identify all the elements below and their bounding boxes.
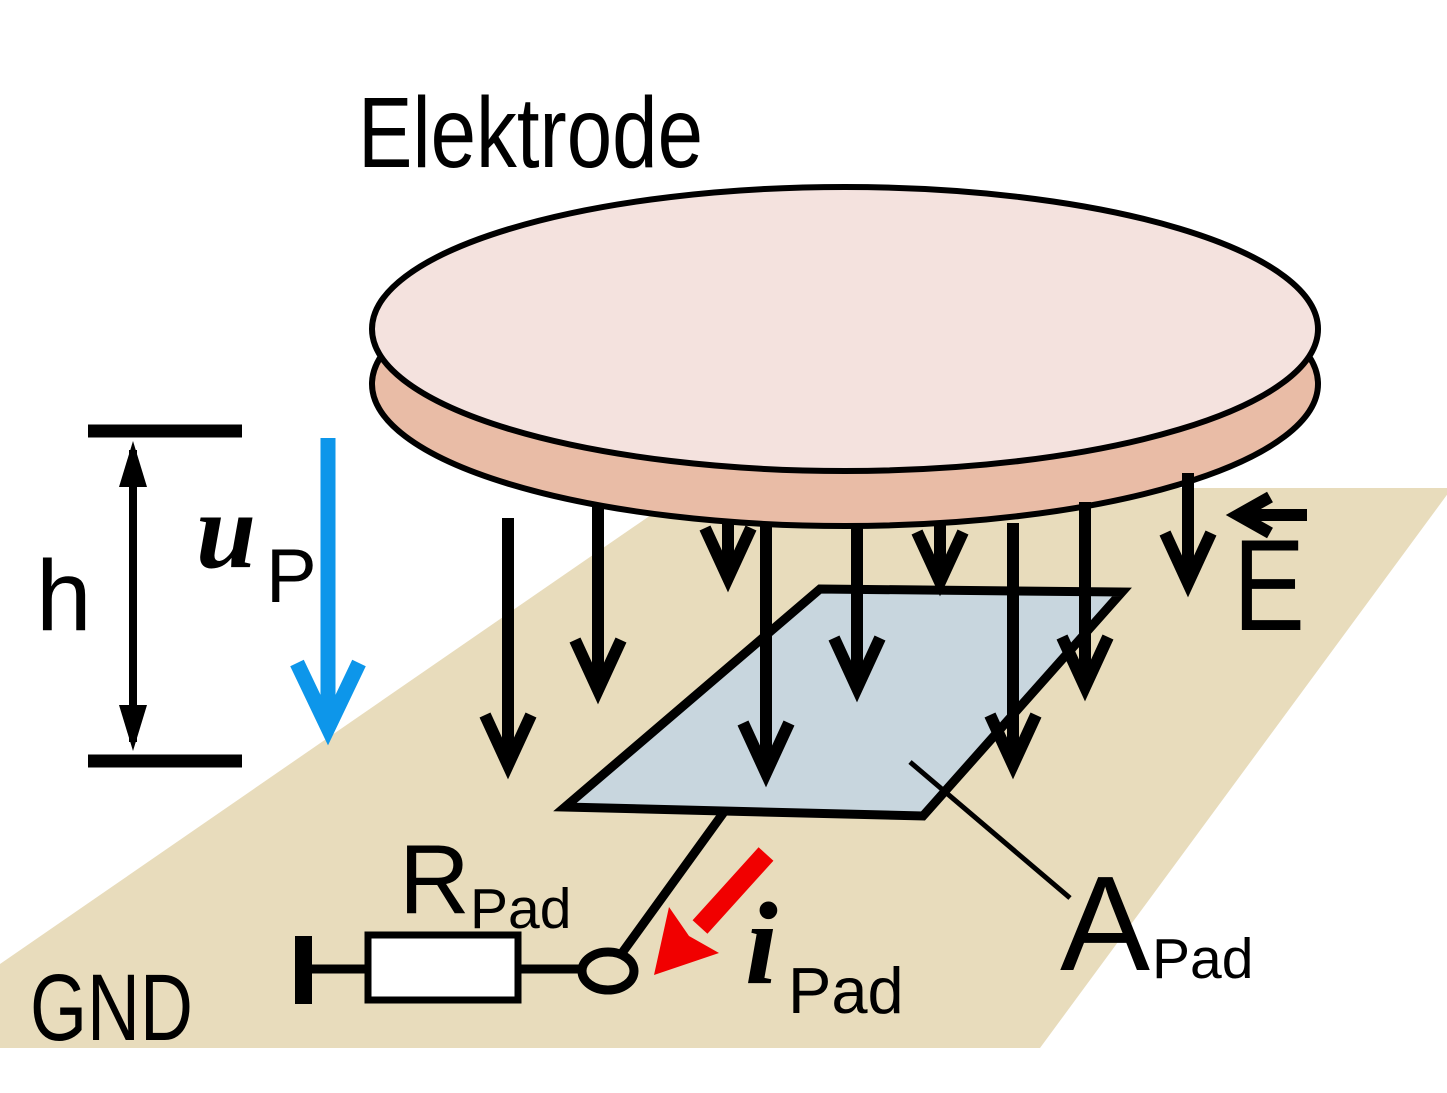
electrode-label: Elektrode: [358, 77, 703, 189]
dimension-arrowhead-up-icon: [119, 441, 147, 487]
field-arrow-icon: [479, 518, 537, 780]
height-dimension: [88, 424, 242, 768]
field-arrow-icon: [699, 522, 757, 593]
area-label: A: [1060, 848, 1150, 999]
voltage-label: u: [196, 472, 256, 591]
field-arrow-icon: [984, 523, 1042, 780]
gnd-terminal-bar: [295, 936, 312, 1004]
resistor-label: R: [399, 824, 470, 934]
area-subscript: Pad: [1152, 927, 1253, 991]
current-subscript: Pad: [788, 954, 904, 1027]
gnd-label: GND: [30, 955, 193, 1061]
field-arrow-icon: [828, 528, 886, 703]
field-arrow-icon: [1159, 473, 1217, 598]
resistor-subscript: Pad: [470, 877, 571, 941]
resistor-body: [364, 931, 522, 1004]
current-label: i: [745, 878, 778, 1009]
field-arrow-icon: [1056, 502, 1114, 702]
field-arrow-icon: [737, 524, 795, 788]
field-vector-arrow-icon: [1225, 491, 1307, 539]
height-label: h: [36, 540, 92, 652]
field-arrows: [479, 473, 1217, 788]
pad-area: [553, 584, 1132, 821]
dimension-arrowhead-down-icon: [119, 705, 147, 751]
voltage-subscript: P: [266, 534, 317, 619]
electrode-top: [369, 184, 1321, 474]
field-arrow-icon: [569, 505, 627, 705]
pad-terminal-circle: [577, 947, 639, 995]
field-arrow-icon: [911, 525, 969, 597]
pad-current-arrow-icon: [654, 847, 774, 975]
pad-wire: [618, 809, 728, 956]
pad-circuit: [295, 809, 728, 1004]
probe-voltage-arrow-icon: [290, 438, 366, 746]
area-pointer-line: [908, 760, 1072, 900]
field-label: E: [1233, 512, 1305, 658]
